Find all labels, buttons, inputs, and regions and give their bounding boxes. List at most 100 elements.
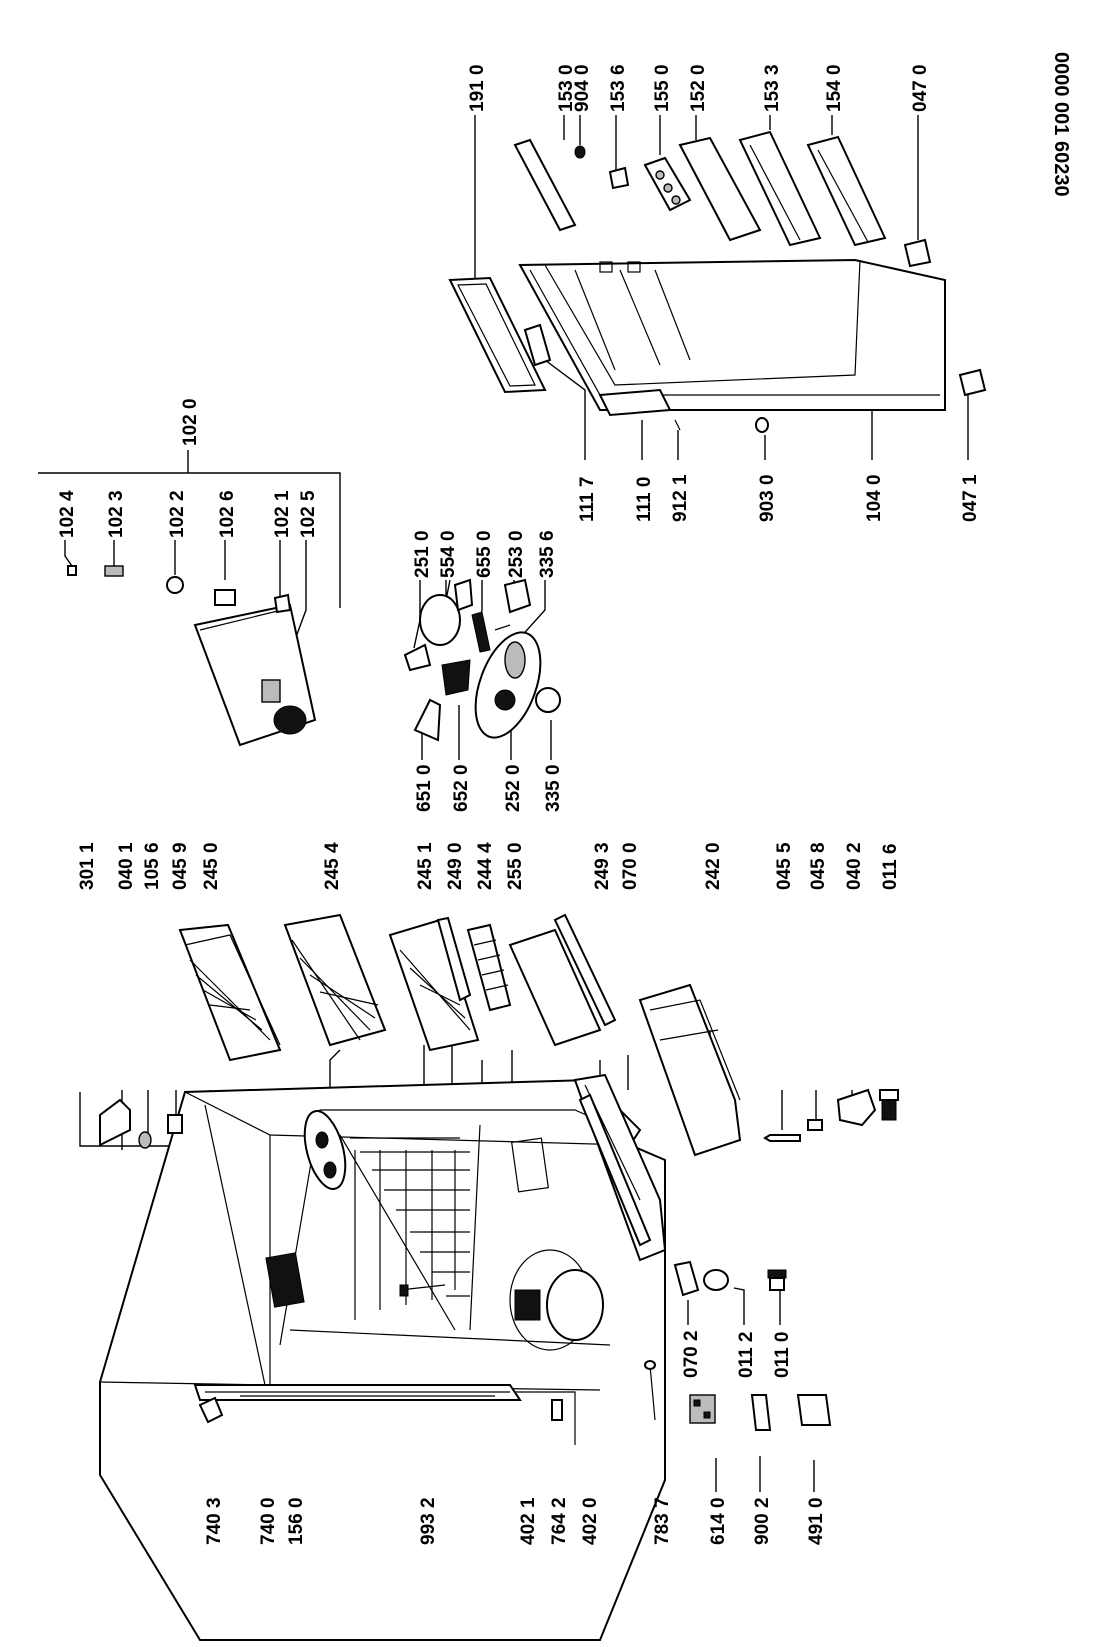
grille-244-4 bbox=[466, 923, 512, 1012]
part-900-2 bbox=[750, 1394, 772, 1431]
evaporator-pipes bbox=[354, 1150, 456, 1320]
part-153-6 bbox=[608, 166, 630, 190]
label-903-0: 903 0 bbox=[757, 474, 778, 522]
label-154-0: 154 0 bbox=[824, 64, 845, 112]
compressor-group bbox=[198, 1249, 832, 1431]
part-labels: 301 1 040 1 105 6 045 9 245 0 245 4 245 … bbox=[57, 64, 981, 1545]
part-764-2 bbox=[551, 1399, 563, 1421]
label-249-3: 249 3 bbox=[592, 842, 613, 890]
label-764-2: 764 2 bbox=[549, 1497, 570, 1545]
ventilation-grille bbox=[240, 1395, 495, 1401]
label-047-1: 047 1 bbox=[960, 474, 981, 522]
label-783-7: 783 7 bbox=[652, 1497, 673, 1545]
part-335-6 bbox=[494, 624, 511, 631]
label-335-6: 335 6 bbox=[537, 530, 558, 578]
label-912-1: 912 1 bbox=[670, 474, 691, 522]
part-102-3 bbox=[104, 565, 124, 577]
pin-045-9 bbox=[167, 1114, 183, 1134]
label-249-0: 249 0 bbox=[445, 842, 466, 890]
label-105-6: 105 6 bbox=[142, 842, 163, 890]
label-040-2: 040 2 bbox=[844, 842, 865, 890]
refrigerator-cabinet bbox=[99, 1073, 667, 1641]
label-402-1: 402 1 bbox=[518, 1497, 539, 1545]
screw-045-5 bbox=[763, 1134, 801, 1142]
label-047-0: 047 0 bbox=[910, 64, 931, 112]
bushing-105-6 bbox=[138, 1131, 152, 1149]
shelf-154-0 bbox=[806, 135, 887, 247]
shelf-profile-249-3 bbox=[553, 913, 617, 1027]
label-740-3: 740 3 bbox=[204, 1497, 225, 1545]
label-011-2: 011 2 bbox=[736, 1332, 757, 1379]
label-255-0: 255 0 bbox=[505, 842, 526, 890]
label-554-0: 554 0 bbox=[438, 530, 459, 578]
label-152-0: 152 0 bbox=[688, 64, 709, 112]
label-102-6: 102 6 bbox=[217, 490, 238, 538]
box-152-0 bbox=[678, 136, 762, 242]
hinge-040-2 bbox=[836, 1088, 877, 1127]
label-253-0: 253 0 bbox=[506, 530, 527, 578]
part-740-3 bbox=[198, 1396, 224, 1424]
label-040-1: 040 1 bbox=[116, 842, 137, 890]
label-900-2: 900 2 bbox=[752, 1497, 773, 1545]
label-740-0: 740 0 bbox=[258, 1497, 279, 1545]
trim-cap-070-2 bbox=[673, 1260, 700, 1297]
part-047-1 bbox=[958, 368, 987, 397]
label-491-0: 491 0 bbox=[806, 1497, 827, 1545]
knob-335-0 bbox=[535, 687, 561, 713]
label-155-0: 155 0 bbox=[652, 64, 673, 112]
label-102-3: 102 3 bbox=[106, 490, 127, 538]
label-102-2: 102 2 bbox=[167, 490, 188, 538]
part-554-0 bbox=[419, 578, 474, 646]
part-102-2 bbox=[166, 576, 184, 594]
label-251-0: 251 0 bbox=[412, 530, 433, 578]
label-153-3: 153 3 bbox=[762, 64, 783, 112]
label-102-0: 102 0 bbox=[180, 398, 201, 446]
wire-shelf-245-1 bbox=[388, 918, 480, 1052]
part-102-1 bbox=[273, 593, 292, 614]
part-904-0 bbox=[574, 145, 586, 159]
label-904-0: 904 0 bbox=[572, 64, 593, 112]
bar-153-0 bbox=[513, 138, 577, 232]
label-111-7 bbox=[523, 323, 552, 367]
crisper-242-0 bbox=[638, 983, 742, 1157]
label-045-5: 045 5 bbox=[774, 842, 795, 890]
shelf-153-3 bbox=[738, 130, 822, 247]
hinge-040-1 bbox=[99, 1098, 131, 1147]
label-245-4: 245 4 bbox=[322, 842, 343, 890]
label-153-6: 153 6 bbox=[608, 64, 629, 112]
label-652-0: 652 0 bbox=[451, 764, 472, 812]
label-070-0: 070 0 bbox=[620, 842, 641, 890]
thermostat-light-group bbox=[403, 578, 561, 742]
label-111-0: 111 0 bbox=[634, 477, 655, 522]
label-102-4: 102 4 bbox=[57, 490, 78, 538]
glass-shelf-255-0 bbox=[508, 928, 602, 1047]
label-045-9: 045 9 bbox=[170, 842, 191, 890]
door-group bbox=[448, 130, 987, 433]
label-244-4: 244 4 bbox=[475, 842, 496, 890]
trim-070-0 bbox=[578, 1093, 652, 1247]
foot-011-6 bbox=[879, 1089, 899, 1121]
label-245-0: 245 0 bbox=[201, 842, 222, 890]
shelves-group bbox=[99, 913, 899, 1297]
handle-111-0 bbox=[598, 388, 672, 417]
label-252-0: 252 0 bbox=[503, 764, 524, 812]
gasket-191-0 bbox=[448, 276, 547, 394]
label-070-2: 070 2 bbox=[681, 1330, 702, 1378]
tube-783-7 bbox=[649, 1364, 656, 1421]
part-903-0 bbox=[755, 417, 769, 433]
label-102-5: 102 5 bbox=[298, 490, 319, 538]
part-047-0 bbox=[903, 238, 932, 268]
label-655-0: 655 0 bbox=[474, 530, 495, 578]
bulb-651-0 bbox=[413, 698, 442, 742]
label-191-0: 191 0 bbox=[467, 64, 488, 112]
foot-011-0 bbox=[767, 1269, 787, 1291]
housing-252-0 bbox=[474, 631, 542, 739]
part-655-0 bbox=[471, 611, 491, 653]
label-301-1: 301 1 bbox=[77, 842, 98, 890]
label-651-0: 651 0 bbox=[414, 764, 435, 812]
label-102-1: 102 1 bbox=[272, 490, 293, 538]
label-156-0: 156 0 bbox=[286, 1497, 307, 1545]
relay-614-0 bbox=[689, 1394, 716, 1424]
socket-652-0 bbox=[441, 659, 471, 696]
